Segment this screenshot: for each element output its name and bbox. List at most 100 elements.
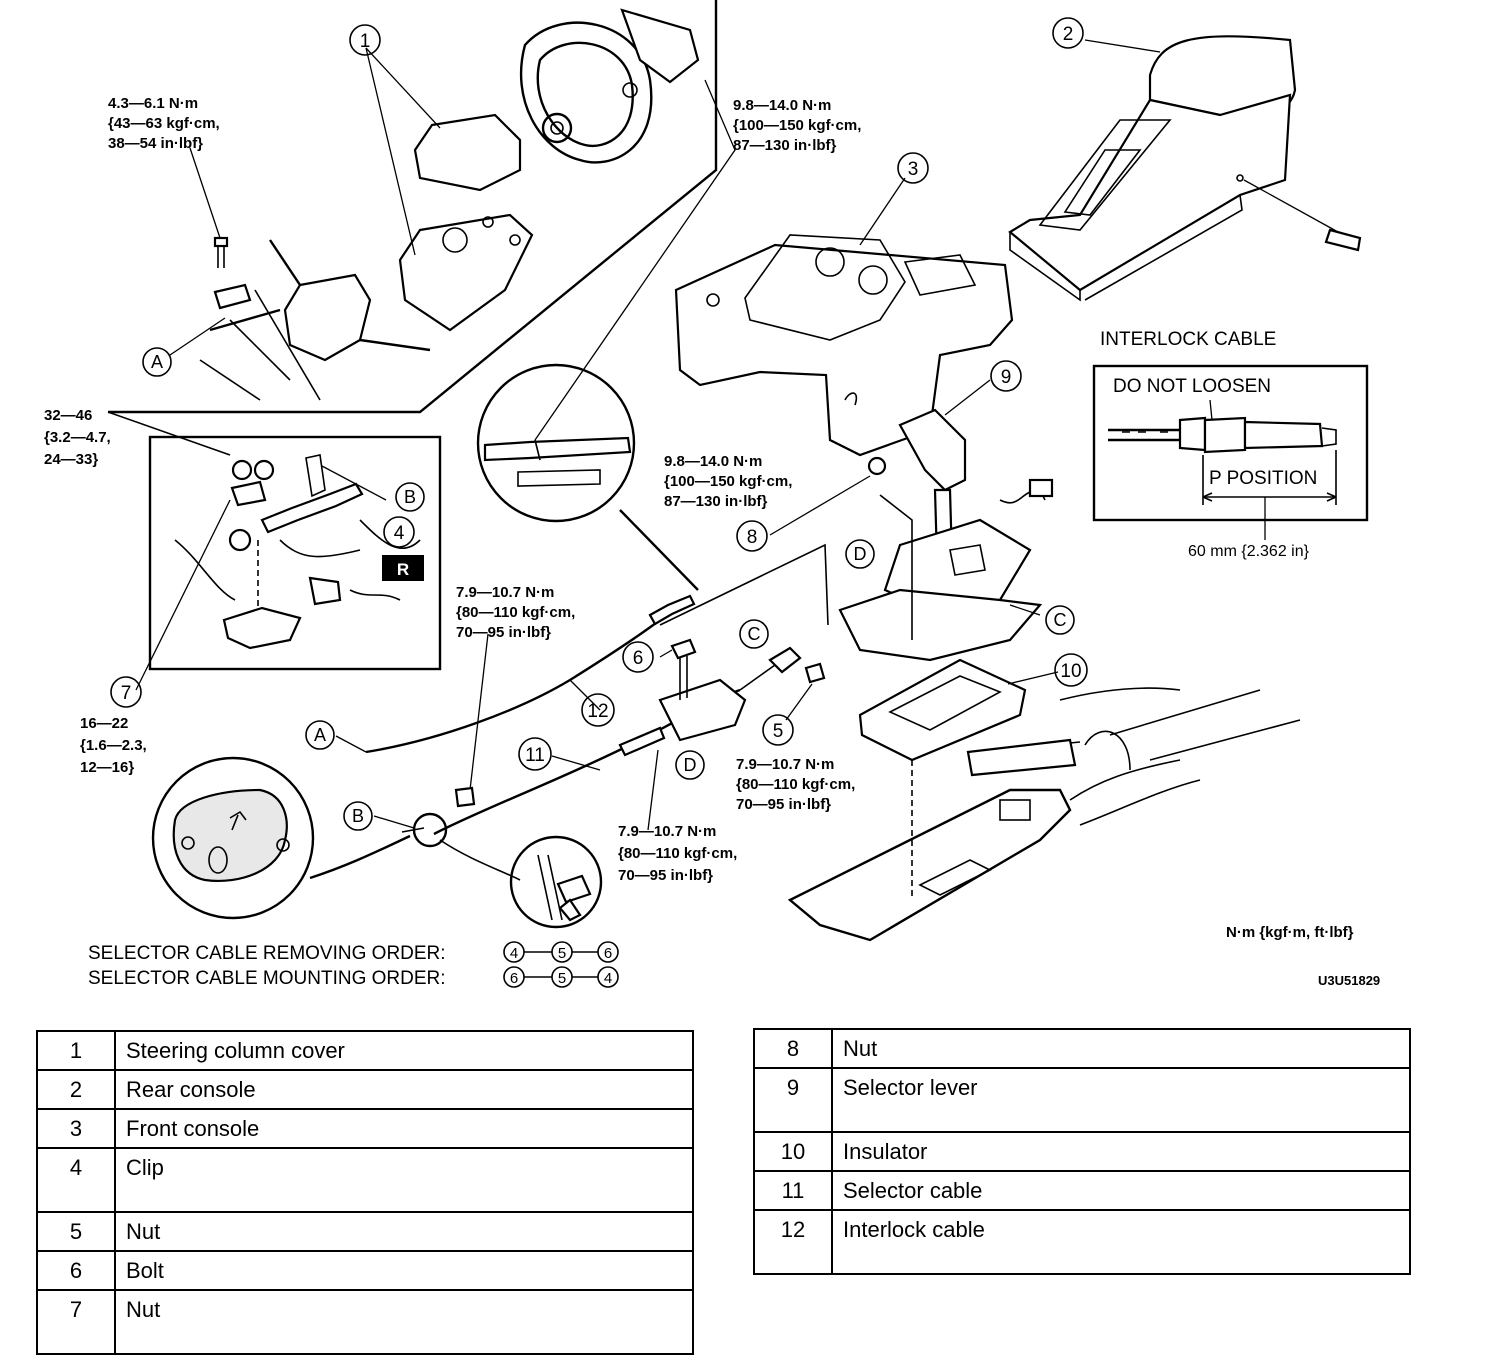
legend-item-name: Bolt: [115, 1251, 693, 1291]
svg-text:{80—110 kgf·cm,: {80—110 kgf·cm,: [736, 776, 855, 793]
svg-text:7.9—10.7 N·m: 7.9—10.7 N·m: [736, 756, 834, 773]
svg-text:{1.6—2.3,: {1.6—2.3,: [80, 737, 147, 754]
svg-text:3: 3: [908, 159, 919, 180]
svg-text:70—95 in·lbf}: 70—95 in·lbf}: [736, 796, 831, 813]
callout-1: 1: [349, 24, 381, 56]
bolt-6: [659, 638, 697, 700]
legend-item-name: Nut: [115, 1290, 693, 1355]
callout-3: 3: [897, 152, 929, 184]
callout-8: 8: [736, 520, 768, 552]
svg-text:12: 12: [587, 701, 608, 722]
r-badge: R: [397, 560, 409, 579]
svg-text:70—95 in·lbf}: 70—95 in·lbf}: [456, 624, 551, 641]
torque-nut-7: 16—22 {1.6—2.3, 12—16}: [80, 715, 147, 776]
legend-item-number: 5: [37, 1212, 116, 1252]
steering-wheel-trim: [620, 8, 700, 84]
legend-item-name: Nut: [115, 1212, 693, 1252]
exploded-diagram: 1 2 3 4 5 6 7 8 9 10 11 12 A A B B C C D…: [44, 0, 1380, 989]
magnifier-grommet: [151, 756, 411, 920]
torque-steering-bracket: 4.3—6.1 N·m {43—63 kgf·cm, 38—54 in·lbf}: [108, 95, 220, 152]
svg-text:7.9—10.7 N·m: 7.9—10.7 N·m: [618, 823, 716, 840]
interlock-cable-inset: [1092, 364, 1369, 540]
legend-item-number: 7: [37, 1290, 116, 1355]
legend-item-name: Nut: [832, 1029, 1410, 1069]
torque-nut-5: 7.9—10.7 N·m {80—110 kgf·cm, 70—95 in·lb…: [736, 756, 855, 813]
steering-column-group: [108, 0, 718, 414]
svg-text:10: 10: [1060, 661, 1081, 682]
interlock-cable: [335, 543, 829, 808]
svg-text:16—22: 16—22: [80, 715, 128, 732]
callout-10: 10: [1054, 653, 1088, 687]
svg-text:{43—63 kgf·cm,: {43—63 kgf·cm,: [108, 115, 220, 132]
clip-assembly-inset: [107, 411, 442, 691]
legend-item-number: 9: [754, 1068, 833, 1133]
svg-text:9.8—14.0 N·m: 9.8—14.0 N·m: [664, 453, 762, 470]
rear-console: [1008, 35, 1362, 302]
legend-item-name: Selector cable: [832, 1171, 1410, 1211]
torque-bolt-6: 7.9—10.7 N·m {80—110 kgf·cm, 70—95 in·lb…: [618, 823, 737, 884]
svg-text:6: 6: [510, 970, 518, 987]
svg-text:C: C: [1054, 610, 1067, 630]
callout-4: 4: [383, 516, 415, 548]
svg-text:8: 8: [747, 527, 758, 548]
callout-11: 11: [518, 737, 552, 771]
svg-text:9: 9: [1001, 367, 1012, 388]
p-position-label: P POSITION: [1209, 468, 1317, 489]
callout-d-top: D: [845, 539, 875, 569]
callout-a-bottom: A: [305, 720, 335, 750]
svg-text:C: C: [748, 624, 761, 644]
svg-text:4: 4: [604, 970, 612, 987]
torque-labels: 4.3—6.1 N·m {43—63 kgf·cm, 38—54 in·lbf}…: [44, 95, 861, 884]
selector-cable: [373, 646, 802, 881]
callout-d-bottom: D: [675, 750, 705, 780]
svg-text:7.9—10.7 N·m: 7.9—10.7 N·m: [456, 584, 554, 601]
interlock-inset-title: INTERLOCK CABLE: [1100, 329, 1276, 350]
insulator: [858, 658, 1059, 900]
legend-item-number: 11: [754, 1171, 833, 1211]
legend-item-name: Steering column cover: [115, 1031, 693, 1071]
legend-item-number: 12: [754, 1210, 833, 1275]
bracket-bolt: [213, 236, 252, 310]
legend-item-number: 4: [37, 1148, 116, 1213]
legend-item-number: 8: [754, 1029, 833, 1069]
callouts: 1 2 3 4 5 6 7 8 9 10 11 12 A A B B C C D…: [110, 17, 1088, 831]
legend-item-number: 3: [37, 1109, 116, 1149]
floor-tunnel: [787, 687, 1301, 942]
svg-text:70—95 in·lbf}: 70—95 in·lbf}: [618, 867, 713, 884]
selector-lever-assembly: [769, 379, 1054, 662]
callout-9: 9: [990, 360, 1022, 392]
figure-code: U3U51829: [1318, 973, 1380, 988]
svg-text:2: 2: [1063, 24, 1074, 45]
lower-column-cover: [398, 213, 534, 332]
torque-interlock-upper: 9.8—14.0 N·m {100—150 kgf·cm, 87—130 in·…: [733, 97, 861, 154]
svg-text:{80—110 kgf·cm,: {80—110 kgf·cm,: [456, 604, 575, 621]
torque-interlock-mid: 7.9—10.7 N·m {80—110 kgf·cm, 70—95 in·lb…: [456, 584, 575, 641]
svg-text:9.8—14.0 N·m: 9.8—14.0 N·m: [733, 97, 831, 114]
callout-c-right: C: [1045, 605, 1075, 635]
svg-text:7: 7: [121, 683, 132, 704]
svg-text:12—16}: 12—16}: [80, 759, 134, 776]
svg-text:{3.2—4.7,: {3.2—4.7,: [44, 429, 111, 446]
legend-item-name: Interlock cable: [832, 1210, 1410, 1275]
svg-text:6: 6: [604, 945, 612, 962]
legend-item-number: 10: [754, 1132, 833, 1172]
svg-text:5: 5: [558, 970, 566, 987]
nut-5: [785, 662, 826, 721]
magnifier-interlock-end: [476, 79, 736, 591]
svg-text:5: 5: [773, 721, 784, 742]
torque-nut-8: 9.8—14.0 N·m {100—150 kgf·cm, 87—130 in·…: [664, 453, 792, 510]
svg-text:4: 4: [394, 523, 405, 544]
callout-b-bottom: B: [343, 801, 373, 831]
svg-text:{80—110 kgf·cm,: {80—110 kgf·cm,: [618, 845, 737, 862]
svg-text:38—54 in·lbf}: 38—54 in·lbf}: [108, 135, 203, 152]
units-note: N·m {kgf·m, ft·lbf}: [1226, 924, 1354, 941]
